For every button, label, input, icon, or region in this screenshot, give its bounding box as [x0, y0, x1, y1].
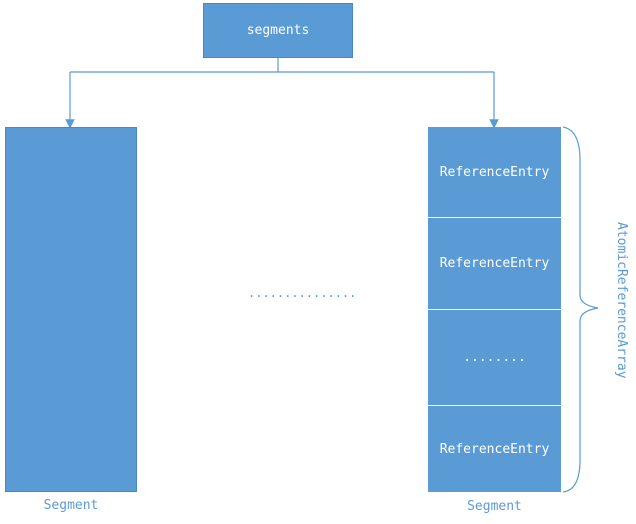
reference-entry-label: ReferenceEntry: [439, 256, 550, 271]
reference-entry-cell-1: ReferenceEntry: [428, 127, 561, 218]
left-segment-block: [5, 127, 137, 492]
reference-entry-cell-2: ReferenceEntry: [428, 218, 561, 310]
reference-entry-label: ReferenceEntry: [439, 164, 550, 180]
ellipsis-label: ........: [463, 350, 526, 365]
middle-ellipsis: ...............: [248, 286, 357, 300]
curly-bracket: [562, 126, 599, 493]
right-segment-caption: Segment: [467, 499, 522, 514]
reference-entry-cell-4: ReferenceEntry: [428, 406, 561, 492]
ellipsis-cell: ........: [428, 310, 561, 406]
segments-label: segments: [246, 23, 310, 38]
reference-entry-label: ReferenceEntry: [439, 441, 550, 457]
left-segment-caption: Segment: [43, 498, 99, 513]
atomic-reference-array-label: AtomicReferenceArray: [614, 222, 629, 379]
segments-box: segments: [203, 3, 353, 58]
